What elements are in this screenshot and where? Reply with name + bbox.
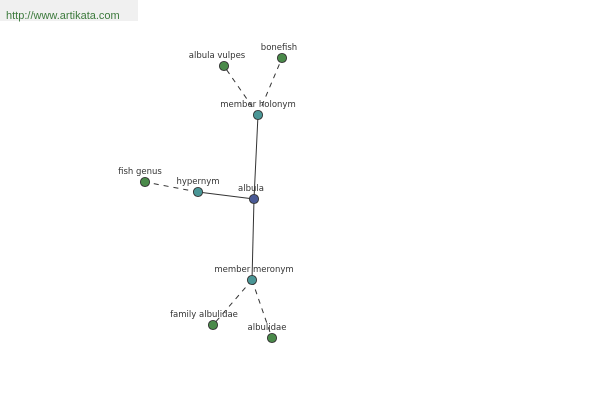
node-circle[interactable] <box>276 52 288 64</box>
site-link[interactable]: http://www.artikata.com <box>6 10 120 22</box>
node-member-meronym[interactable]: member meronym <box>214 265 294 286</box>
node-circle[interactable] <box>248 193 260 205</box>
node-label: member holonym <box>220 100 295 110</box>
edge-hypernym-to-fish-genus <box>144 181 199 193</box>
node-member-holonym[interactable]: member holonym <box>220 100 296 121</box>
edge-member-meronym-to-albulidae <box>251 279 273 339</box>
node-label: bonefish <box>261 43 297 53</box>
edge-albula-to-member-holonym <box>253 114 259 200</box>
node-circle[interactable] <box>218 60 230 72</box>
url-banner: http://www.artikata.com <box>0 0 138 22</box>
edge-albula-to-member-meronym <box>251 198 255 281</box>
node-albulidae[interactable]: albulidae <box>248 323 287 344</box>
node-circle[interactable] <box>139 176 151 188</box>
node-label: family albulidae <box>170 310 238 320</box>
node-family-albulidae[interactable]: family albulidae <box>170 310 238 331</box>
node-circle[interactable] <box>207 319 219 331</box>
node-label: hypernym <box>176 177 219 187</box>
node-bonefish[interactable]: bonefish <box>261 43 297 64</box>
edge-member-holonym-to-bonefish <box>257 57 283 116</box>
node-circle[interactable] <box>252 109 264 121</box>
nodes-layer: albula member holonym hypernym member meron… <box>118 43 297 344</box>
edge-albula-to-hypernym <box>197 191 255 200</box>
node-hypernym[interactable]: hypernym <box>176 177 220 198</box>
node-label: fish genus <box>118 167 162 177</box>
node-circle[interactable] <box>266 332 278 344</box>
node-albula-vulpes[interactable]: albula vulpes <box>189 51 246 72</box>
node-label: albula vulpes <box>189 51 246 61</box>
node-label: albulidae <box>248 323 287 333</box>
edges-layer <box>144 57 283 339</box>
node-fish-genus[interactable]: fish genus <box>118 167 162 188</box>
node-circle[interactable] <box>192 186 204 198</box>
node-circle[interactable] <box>246 274 258 286</box>
node-label: member meronym <box>214 265 293 275</box>
node-albula[interactable]: albula <box>238 184 264 205</box>
node-label: albula <box>238 184 264 194</box>
